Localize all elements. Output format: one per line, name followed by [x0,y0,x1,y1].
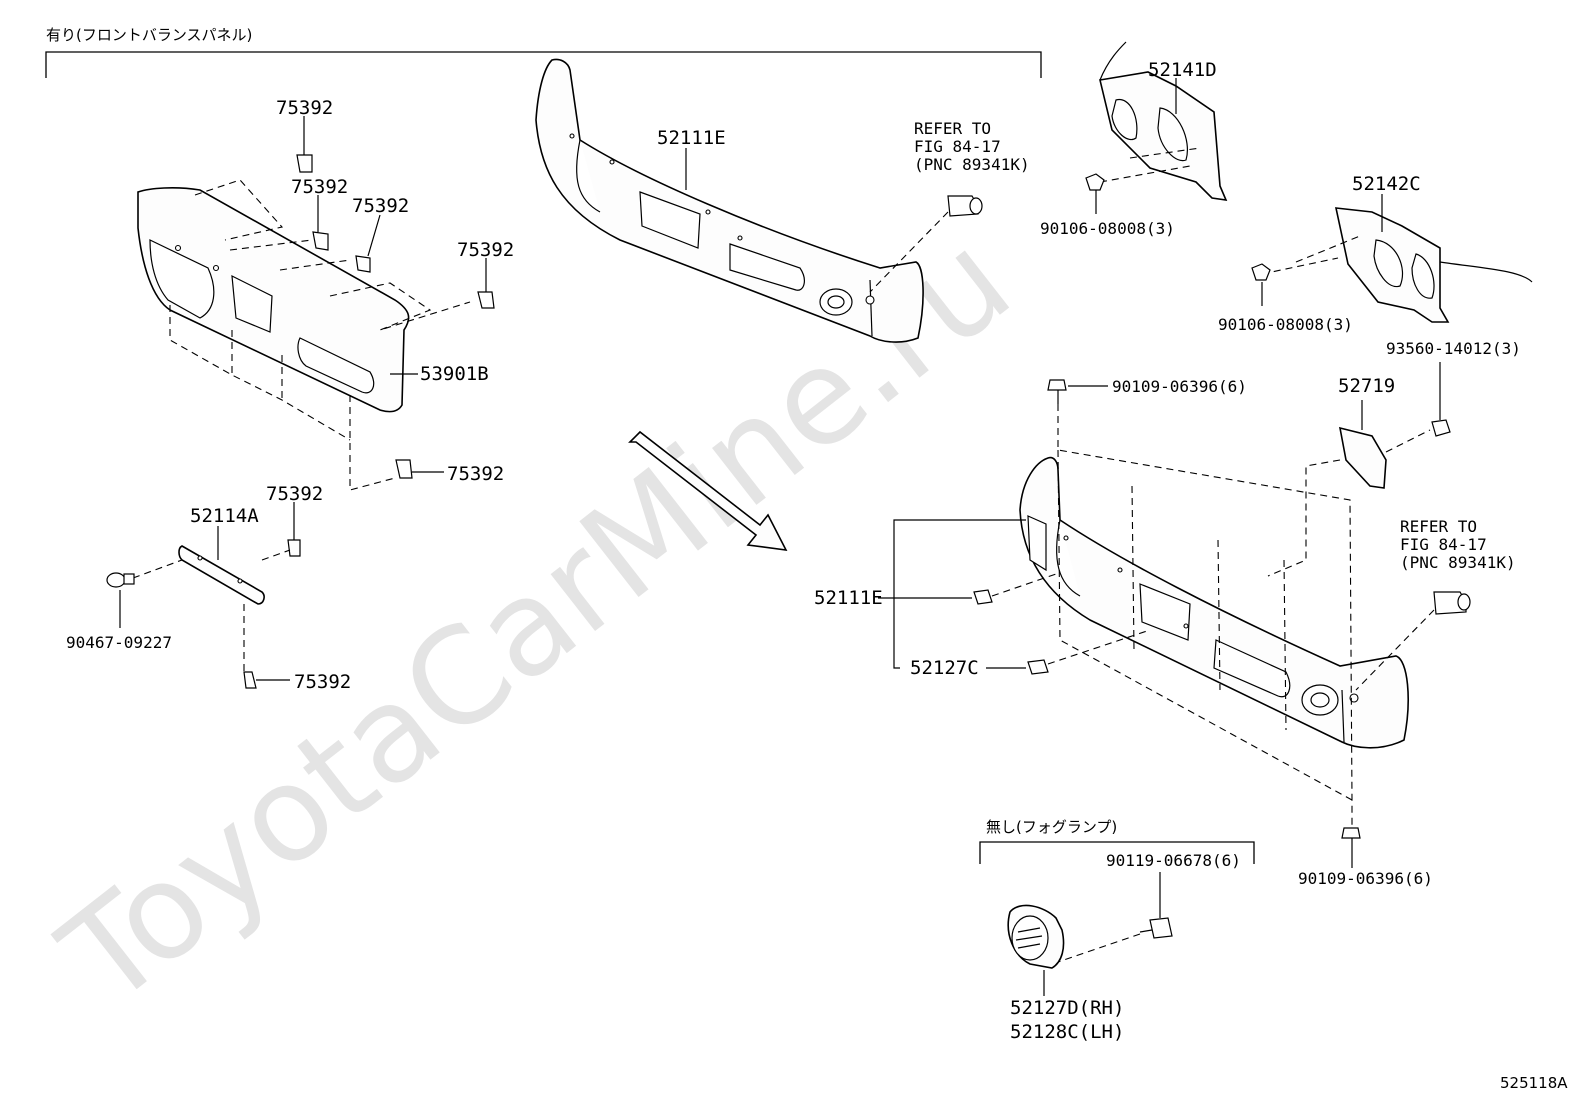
label-clip-75392: 75392 [291,176,348,198]
figure-code: 525118A [1500,1074,1568,1092]
label-clip-75392: 75392 [266,483,323,505]
screw-icon [106,572,135,588]
label-screw-90119: 90119-06678(6) [1106,851,1241,870]
label-bumper-top-52111e: 52111E [657,127,726,149]
nut-icon [1431,419,1451,437]
refer-right-line1: REFER TO [1400,517,1477,536]
refer-top-line3: (PNC 89341K) [914,155,1030,174]
label-nut-93560: 93560-14012(3) [1386,339,1521,358]
main-bumper-dashed-connectors [1057,404,1353,828]
label-bolt-90106-b: 90106-08008(3) [1218,315,1353,334]
label-bolt-90106-a: 90106-08008(3) [1040,219,1175,238]
front-valance-panel-53901b [137,187,410,413]
bolt-icon [1047,379,1067,404]
label-fog-lh: 52128C(LH) [1010,1021,1124,1043]
label-clip-75392: 75392 [294,671,351,693]
callout-bracket-bumper [878,519,1026,669]
sensor-icon [947,195,983,217]
label-bracket-52141d: 52141D [1148,59,1217,81]
label-bumper-main-52111e: 52111E [814,587,883,609]
screw-icon [1139,917,1173,939]
bolt-icon [1085,173,1105,191]
cover-52719 [1338,426,1387,489]
group-bracket-fog: 無し(フォグランプ) [979,818,1255,864]
label-clip-75392: 75392 [447,463,504,485]
bracket-52142c [1334,207,1533,323]
bumper-52111e-main [1019,456,1409,749]
fog-lamp-cover [1007,904,1065,969]
refer-top-line2: FIG 84-17 [914,137,1001,156]
label-clip-75392: 75392 [276,97,333,119]
label-plate-52114a: 52114A [190,505,259,527]
refer-right-line2: FIG 84-17 [1400,535,1487,554]
bumper-52111e-top [535,58,924,343]
label-bolt-90109-top: 90109-06396(6) [1112,377,1247,396]
label-clip-75392: 75392 [352,195,409,217]
label-cap-52127c: 52127C [910,657,979,679]
label-bracket-52142c: 52142C [1352,173,1421,195]
valance-dashed-connectors [169,179,471,491]
label-bolt-90109-bottom: 90109-06396(6) [1298,869,1433,888]
cap-icon [973,589,993,605]
clip-icon [243,154,495,689]
label-fog-rh: 52127D(RH) [1010,997,1124,1019]
group-title-valance: 有り(フロントバランスパネル) [46,26,252,44]
cap-icon [1027,659,1049,675]
refer-top-line1: REFER TO [914,119,991,138]
label-valance-53901b: 53901B [420,363,489,385]
bolt-icon [1341,827,1361,850]
bolt-icon [1251,263,1271,281]
group-title-fog: 無し(フォグランプ) [986,818,1117,836]
refer-right-line3: (PNC 89341K) [1400,553,1516,572]
bracket-52141d [1099,41,1228,201]
label-screw-90467: 90467-09227 [66,633,172,652]
direction-arrow-icon [628,430,788,551]
group-bracket-valance: 有り(フロントバランスパネル) [45,26,1042,78]
plate-bracket-52114a [178,545,265,605]
label-clip-75392: 75392 [457,239,514,261]
clip-leaders [256,116,487,681]
sensor-icon [1433,591,1471,615]
label-cover-52719: 52719 [1338,375,1395,397]
